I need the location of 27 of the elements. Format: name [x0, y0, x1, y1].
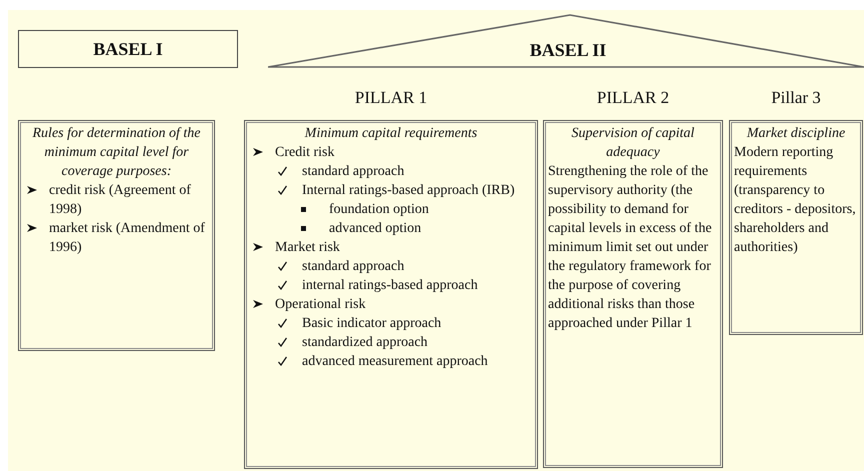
description-text: Modern reporting requirements (transparency to creditors - depositors, shareholders and authorities)	[734, 144, 857, 257]
list-item: Market risk	[275, 239, 341, 257]
list-item: standard approach	[302, 258, 406, 276]
basel-title: BASEL I	[93, 38, 163, 60]
list-item: advanced option	[329, 220, 422, 238]
section-heading: Market discipline	[746, 125, 846, 143]
basel-box	[18, 30, 238, 68]
list-item: internal ratings-based approach	[302, 277, 479, 295]
pillar-heading: Pillar 3	[770, 88, 822, 108]
list-item: advanced measurement approach	[302, 353, 489, 371]
section-heading: Supervision of capital adequacy	[570, 125, 696, 162]
pillar-heading: PILLAR 2	[596, 88, 670, 108]
rules-box	[18, 120, 215, 351]
pillar-heading: PILLAR 1	[354, 88, 428, 108]
list-item: credit risk (Agreement of 1998)	[49, 182, 192, 219]
description-text: Strengthening the role of the supervisory authority (the possibility to demand for capital levels in excess of the minimum limit set out under the regulatory framework for the purpose of covering additional risks than those approached under Pillar 1	[548, 163, 713, 333]
list-item: Credit risk	[275, 144, 336, 162]
list-item: standard approach	[302, 163, 406, 181]
list-item: market risk (Amendment of 1996)	[49, 220, 206, 257]
list-item: standardized approach	[302, 334, 429, 352]
list-item: Basic indicator approach	[302, 315, 442, 333]
basel-title: BASEL II	[528, 40, 608, 61]
section-heading: Minimum capital requirements	[304, 125, 478, 143]
list-item: Internal ratings-based approach (IRB)	[302, 182, 516, 200]
section-heading: Rules for determination of the minimum capital level for coverage purposes:	[32, 125, 202, 181]
list-item: Operational risk	[275, 296, 367, 314]
list-item: foundation option	[329, 201, 430, 219]
